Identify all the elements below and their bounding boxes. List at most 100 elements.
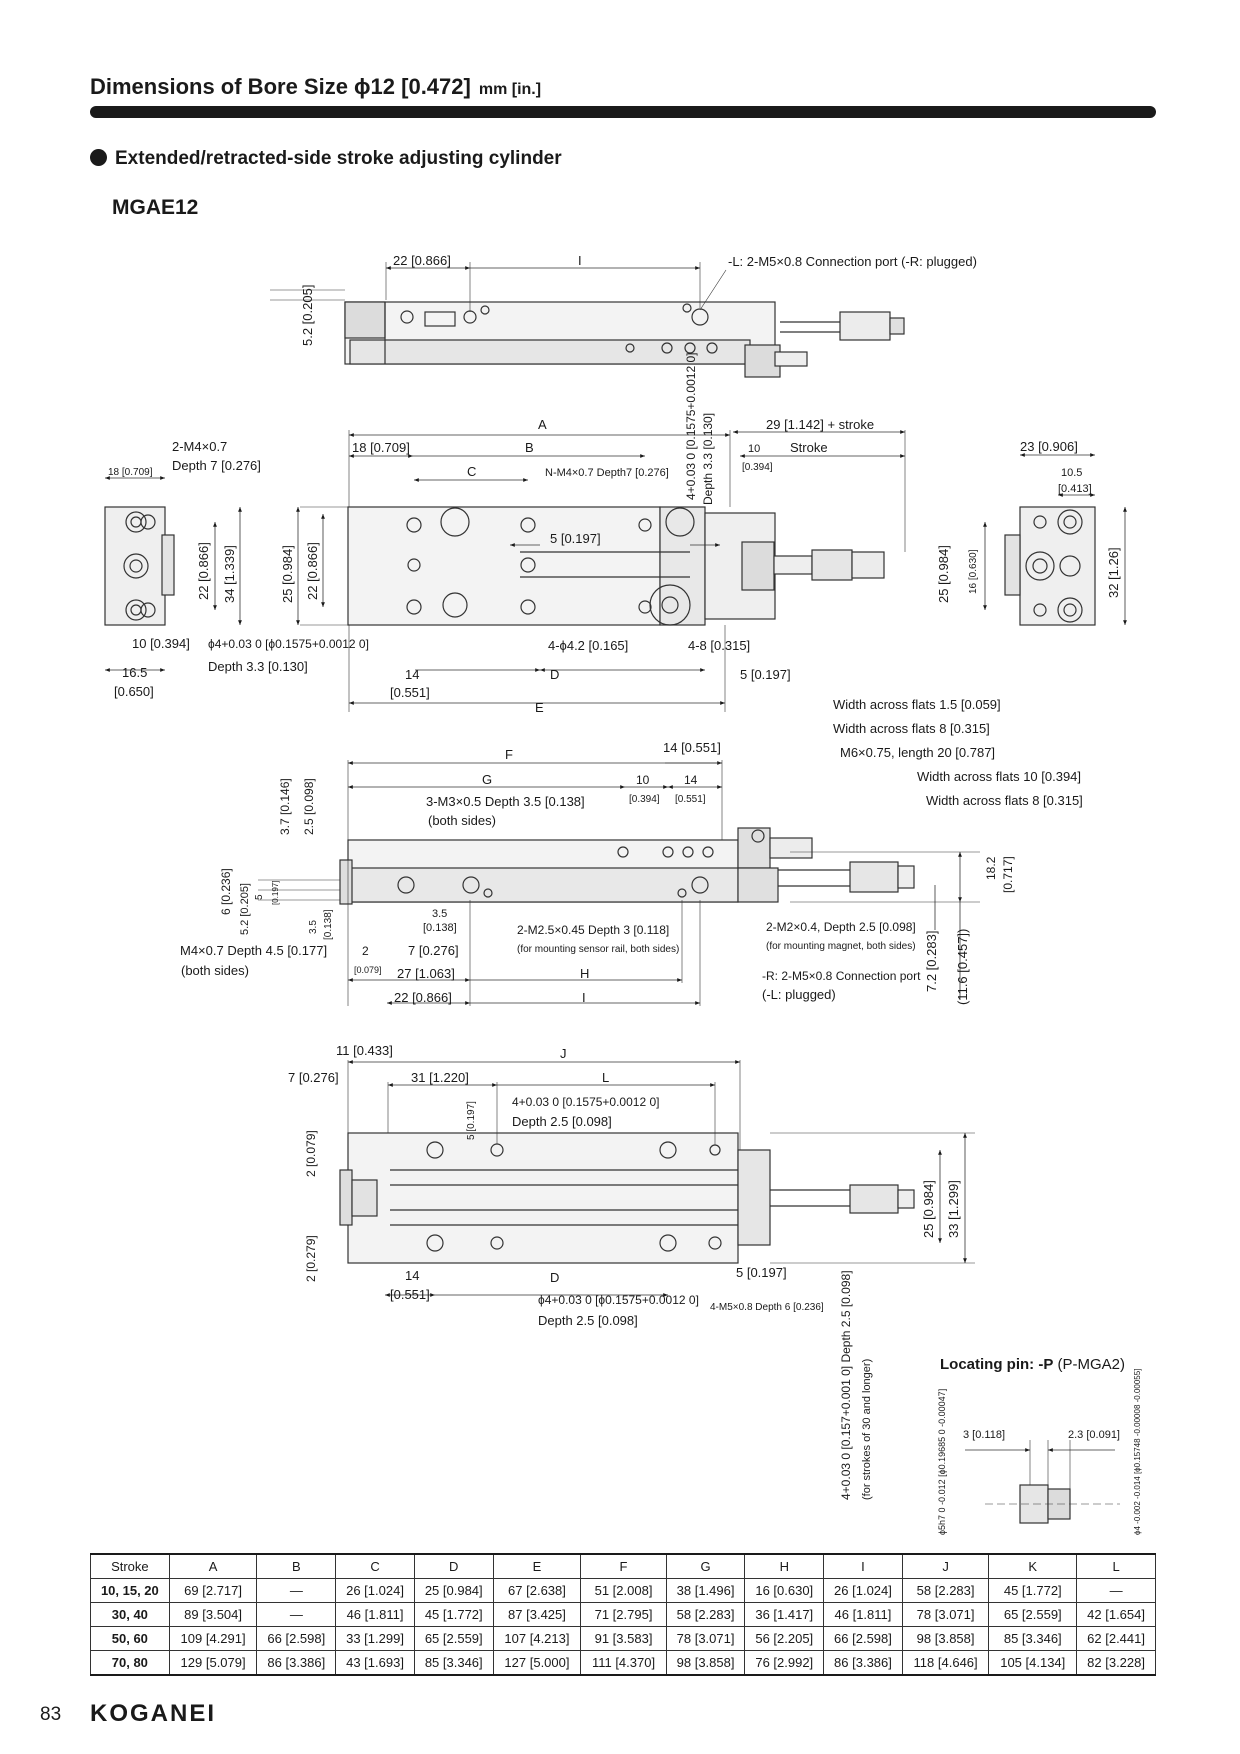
dim-11-6: (11.6 [0.457]) [955,929,970,1005]
m2-label: 2-M2×0.4, Depth 2.5 [0.098] [766,920,916,934]
table-header-cell: Stroke [90,1553,170,1579]
top-view [270,262,905,378]
brand-logo: KOGANEI [90,1700,217,1727]
dim-h: H [580,966,589,981]
table-cell: 66 [2.598] [256,1626,337,1651]
port-r-label-2: (-L: plugged) [762,987,836,1002]
dim-7-276: 7 [0.276] [408,943,459,958]
dim-pin-b: 4+0.03 0 [0.1575+0.0012 0] [512,1095,659,1109]
table-header-cell: C [335,1553,415,1579]
table-cell: 70, 80 [90,1650,170,1676]
table-cell: 62 [2.441] [1076,1626,1156,1651]
table-cell: 86 [3.386] [823,1650,903,1676]
m3-label: 3-M3×0.5 Depth 3.5 [0.138] [426,794,585,809]
table-cell: 86 [3.386] [256,1650,337,1676]
wf-8-b: Width across flats 8 [0.315] [926,793,1083,808]
table-cell: 87 [3.425] [492,1602,582,1627]
table-cell: 91 [3.583] [580,1626,667,1651]
table-cell: 66 [2.598] [823,1626,903,1651]
dim-6-236: 6 [0.236] [219,868,233,915]
table-cell: — [256,1578,337,1603]
dim-3-5-in: [0.138] [423,922,457,934]
table-header-cell: L [1076,1553,1156,1579]
table-cell: 98 [3.858] [901,1626,990,1651]
dim-nm4: N-M4×0.7 Depth7 [0.276] [545,467,669,479]
dim-b: B [525,440,534,455]
table-cell: 33 [1.299] [335,1626,415,1651]
right-25-984: 25 [0.984] [936,545,951,603]
dim-14-f: 14 [684,773,698,787]
table-cell: 69 [2.717] [168,1578,258,1603]
table-cell: 127 [5.000] [492,1650,582,1676]
table-cell: 76 [2.992] [744,1650,825,1676]
dim-10-in: [0.394] [742,462,773,473]
dim-2-in: [0.079] [354,965,382,975]
table-row: 10, 15, 20 69 [2.717] — 26 [1.024] 25 [0… [90,1578,1156,1603]
dim-l: L [602,1070,609,1085]
dim-18: 18 [0.709] [352,440,410,455]
dim-5-197: 5 [0.197] [550,531,601,546]
dim-18-2: 18.2 [984,856,998,880]
left-16-5-in: [0.650] [114,684,154,699]
table-cell: 58 [2.283] [901,1578,990,1603]
dim-3-7: 3.7 [0.146] [278,778,292,835]
table-cell: 36 [1.417] [744,1602,825,1627]
model-name: MGAE12 [112,196,199,219]
table-cell: 46 [1.811] [335,1602,415,1627]
wf-10: Width across flats 10 [0.394] [917,769,1081,784]
left-depth7: Depth 7 [0.276] [172,458,261,473]
m4-45-label: M4×0.7 Depth 4.5 [0.177] [180,943,327,958]
dimension-table: Stroke A B C D E F G H I J K L 10, 15, 2… [90,1553,1156,1676]
table-row: 50, 60 109 [4.291] 66 [2.598] 33 [1.299]… [90,1626,1156,1651]
table-cell: 42 [1.654] [1076,1602,1156,1627]
dim-3-5-v-in: [0.138] [323,909,334,940]
table-cell: 30, 40 [90,1602,170,1627]
wf-8-a: Width across flats 8 [0.315] [833,721,990,736]
dim-5-small: 5 [254,894,265,900]
dim-2: 2 [362,944,369,958]
dim-2-5: 2.5 [0.098] [302,778,316,835]
dim-10-f-in: [0.394] [629,794,660,805]
dim-29: 29 [1.142] + stroke [766,417,874,432]
dim-14-in: [0.551] [390,685,430,700]
dim-5-197-b: 5 [0.197] [740,667,791,682]
table-cell: 107 [4.213] [492,1626,582,1651]
bottom-view [339,1060,975,1297]
table-header-cell: K [988,1553,1078,1579]
right-32-126: 32 [1.26] [1106,547,1121,598]
dim-d-b: D [550,1270,559,1285]
table-cell: 82 [3.228] [1076,1650,1156,1676]
table-cell: 129 [5.079] [168,1650,258,1676]
dim-f: F [505,747,513,762]
table-cell: — [1076,1578,1156,1603]
m2-note: (for mounting magnet, both sides) [766,941,916,952]
table-cell: 98 [3.858] [665,1650,746,1676]
left-10-394: 10 [0.394] [132,636,190,651]
dim-5-197-c: 5 [0.197] [736,1265,787,1280]
dim-10: 10 [748,443,760,455]
locating-pin-title: Locating pin: -P (P-MGA2) [940,1356,1125,1373]
dim-22-top: 22 [0.866] [393,253,451,268]
dim-a: A [538,417,547,432]
table-header-cell: A [168,1553,258,1579]
dim-3-5-v: 3.5 [308,920,319,934]
m2-5-label: 2-M2.5×0.45 Depth 3 [0.118] [517,923,669,937]
table-cell: 67 [2.638] [492,1578,582,1603]
pin-d4: ϕ4 -0.002 -0.014 [ϕ0.15748 -0.00008 -0.0… [1133,1369,1142,1535]
table-cell: 71 [2.795] [580,1602,667,1627]
table-cell: 111 [4.370] [580,1650,667,1676]
right-23-906: 23 [0.906] [1020,439,1078,454]
dim-11-433: 11 [0.433] [336,1043,393,1058]
dim-25-984-b: 25 [0.984] [921,1180,936,1238]
dim-14-551-f: 14 [0.551] [663,740,721,755]
table-cell: 85 [3.346] [413,1650,494,1676]
table-cell: 16 [0.630] [744,1578,825,1603]
table-cell: 26 [1.024] [335,1578,415,1603]
pin-d5: ϕ5h7 0 -0.012 [ϕ0.19685 0 -0.00047] [937,1389,947,1535]
dim-depth25-c: Depth 2.5 [0.098] [538,1313,638,1328]
table-header-cell: D [413,1553,494,1579]
dim-4m5: 4-M5×0.8 Depth 6 [0.236] [710,1302,824,1313]
left-18-709: 18 [0.709] [108,467,153,478]
table-cell: 78 [3.071] [665,1626,746,1651]
